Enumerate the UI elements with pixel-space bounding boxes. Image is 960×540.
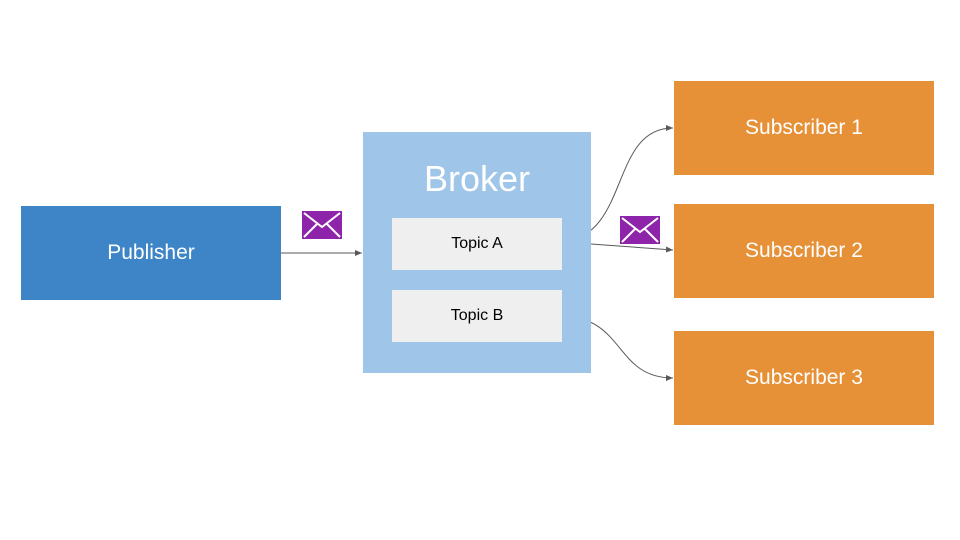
- subscriber-1-box: Subscriber 1: [674, 81, 934, 175]
- subscriber-1-label: Subscriber 1: [745, 116, 863, 139]
- topic-a-box: Topic A: [392, 218, 562, 270]
- subscriber-2-box: Subscriber 2: [674, 204, 934, 298]
- envelope-icon: [302, 211, 342, 239]
- subscriber-3-label: Subscriber 3: [745, 366, 863, 389]
- subscriber-2-label: Subscriber 2: [745, 239, 863, 262]
- publisher-label: Publisher: [107, 241, 195, 264]
- topic-b-box: Topic B: [392, 290, 562, 342]
- topic-b-label: Topic B: [450, 307, 504, 324]
- topic-a-label: Topic A: [451, 235, 503, 252]
- envelope-icon: [620, 216, 660, 244]
- broker-title: Broker: [423, 158, 531, 199]
- publisher-box: Publisher: [21, 206, 281, 300]
- subscriber-3-box: Subscriber 3: [674, 331, 934, 425]
